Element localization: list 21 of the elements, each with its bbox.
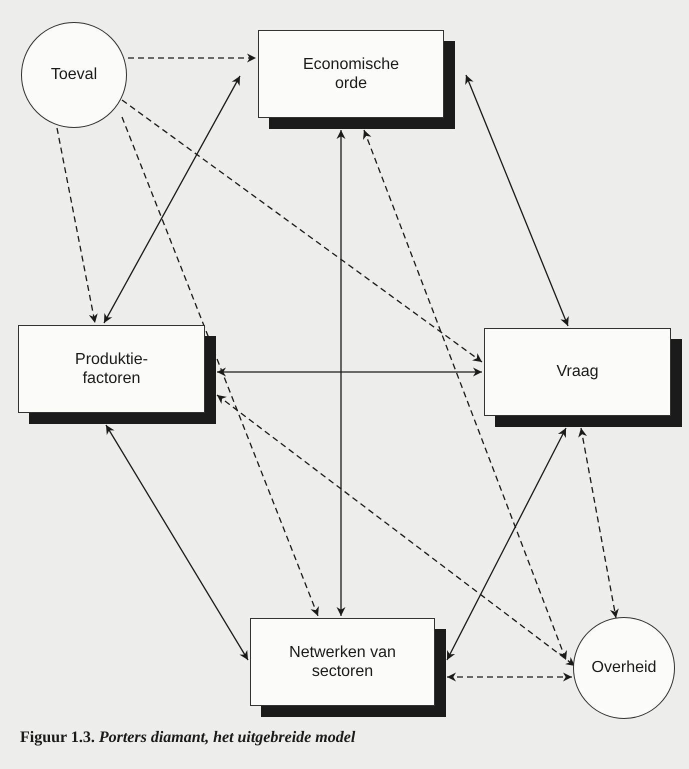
arrow bbox=[578, 428, 619, 618]
node-label: Vraag bbox=[555, 362, 600, 382]
node-label: Economische orde bbox=[302, 54, 400, 94]
node-label: Toeval bbox=[50, 65, 98, 85]
arrow bbox=[363, 130, 567, 660]
arrow bbox=[447, 672, 572, 682]
arrow bbox=[105, 424, 249, 660]
node-label: Overheid bbox=[590, 658, 658, 678]
arrow bbox=[465, 74, 569, 326]
arrow bbox=[336, 130, 346, 616]
arrow bbox=[121, 116, 319, 616]
figure-caption: Figuur 1.3. Porters diamant, het uitgebreide model bbox=[20, 729, 356, 747]
arrow bbox=[446, 428, 567, 660]
arrow bbox=[216, 394, 576, 667]
arrow bbox=[122, 99, 482, 363]
arrow bbox=[217, 368, 482, 376]
node-label: Netwerken van sectoren bbox=[288, 642, 397, 682]
node-label: Produktie- factoren bbox=[74, 350, 149, 388]
arrow bbox=[103, 76, 241, 324]
arrow bbox=[56, 128, 98, 324]
arrow bbox=[128, 54, 256, 62]
